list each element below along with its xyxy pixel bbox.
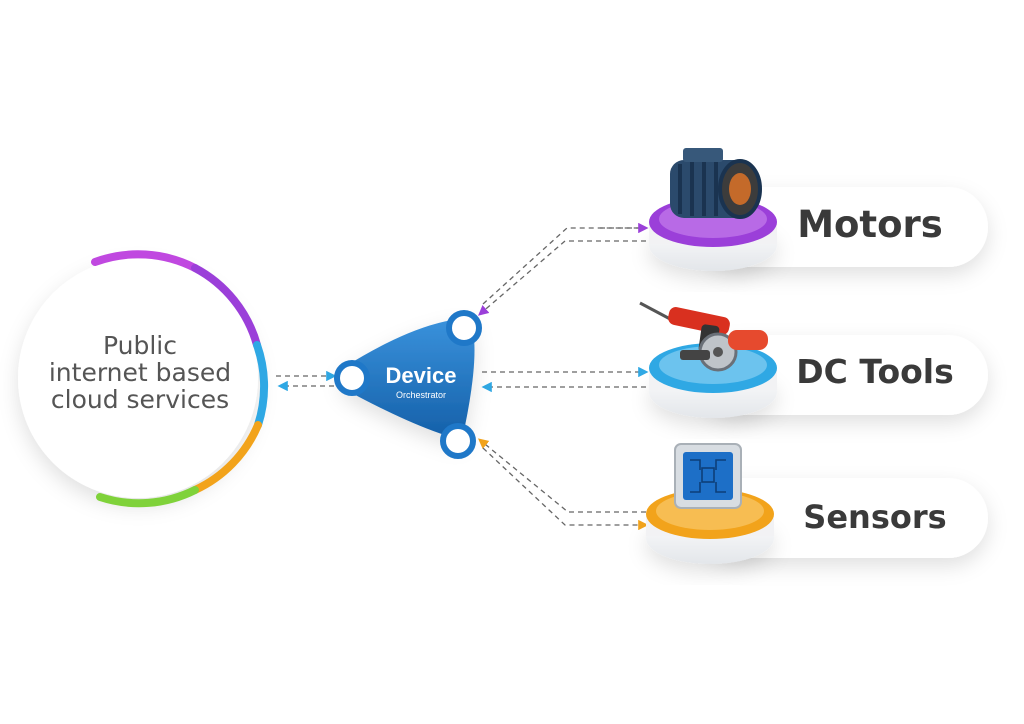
motors-pedestal [649, 148, 777, 271]
cloud-services-node [18, 250, 269, 508]
hub-sensors-connector [477, 438, 649, 531]
cloud-label-line: internet based [48, 358, 232, 387]
motor-icon [670, 148, 762, 219]
cloud-ring-segment [191, 264, 261, 349]
hub-port [334, 360, 370, 396]
sensors-label: Sensors [803, 498, 947, 536]
power-tool-icon [639, 301, 768, 372]
dctools-label: DC Tools [796, 352, 954, 391]
dctools-pedestal [639, 301, 777, 418]
hub-dctools-connector [481, 366, 649, 393]
cloud-ring-segment [91, 250, 199, 272]
hub-title: Device [385, 363, 457, 388]
hub-subtitle: Orchestrator [395, 390, 446, 400]
cloud-ring-segment [96, 486, 199, 508]
cloud-label-line: cloud services [50, 385, 230, 414]
device-orchestrator-hub [334, 310, 482, 459]
motors-label: Motors [797, 203, 943, 246]
cloud-label-line: Public [103, 331, 177, 360]
hub-port [440, 423, 476, 459]
cloud-ring-segment [253, 341, 269, 429]
hub-motors-connector [478, 222, 649, 316]
cloud-ring-segment [191, 421, 262, 494]
sensors-pedestal [646, 443, 774, 564]
cloud-hub-connector [276, 370, 337, 392]
cloud-services-label: Public internet based cloud services [28, 332, 252, 413]
chip-icon [674, 443, 742, 509]
hub-port [446, 310, 482, 346]
